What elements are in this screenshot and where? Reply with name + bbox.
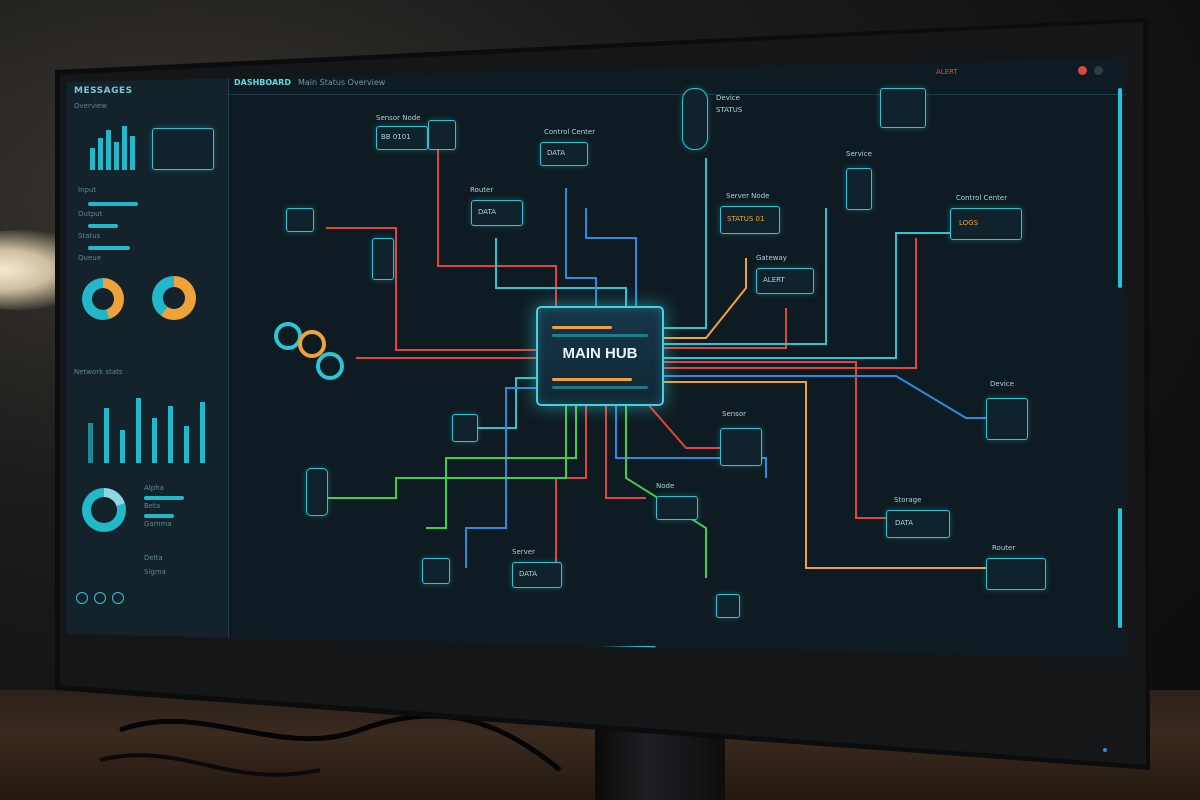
motor-icon[interactable] — [422, 558, 450, 584]
scrollbar-right-lower[interactable] — [1118, 508, 1122, 628]
donut-chart-3 — [82, 488, 126, 532]
legend-item: Sigma — [144, 568, 166, 576]
device-node-2[interactable] — [986, 398, 1028, 440]
screen: DASHBOARD Main Status Overview MESSAGES … — [66, 58, 1126, 658]
gateway-title: Gateway — [756, 254, 787, 262]
device-title: Device — [716, 94, 740, 102]
row-label: Input — [78, 186, 97, 194]
battery-icon[interactable] — [372, 238, 394, 280]
device-label: STATUS — [716, 106, 743, 114]
connection-lines — [326, 148, 1006, 578]
circle-icon[interactable] — [76, 592, 88, 604]
router-2-title: Router — [992, 544, 1016, 552]
motor-icon[interactable] — [286, 208, 314, 232]
main-hub[interactable]: MAIN HUB — [536, 306, 664, 406]
row-label: Output — [78, 210, 103, 218]
gears-icon — [274, 322, 344, 380]
section-overview: Overview — [74, 102, 107, 110]
desk-cables — [99, 713, 562, 777]
router-node[interactable]: DATA — [471, 200, 523, 226]
row-label: Queue — [78, 254, 101, 262]
control-center-2-title: Control Center — [956, 194, 1008, 202]
scrollbar-right[interactable] — [1118, 88, 1122, 288]
warning-icon[interactable] — [716, 594, 740, 618]
phone-icon[interactable] — [306, 468, 328, 516]
node-box[interactable] — [656, 496, 698, 520]
minimize-icon[interactable] — [1094, 66, 1103, 75]
sidebar-title: MESSAGES — [74, 86, 133, 96]
donut-chart-1 — [82, 278, 124, 320]
monitor-title: ALERT — [936, 68, 958, 76]
router-node-2[interactable] — [986, 558, 1046, 590]
storage-node[interactable]: DATA — [886, 510, 950, 538]
node-title: Node — [656, 482, 675, 490]
device-node[interactable] — [682, 88, 708, 150]
control-center-node-2[interactable]: LOGS — [950, 208, 1022, 240]
router-title: Router — [470, 186, 494, 194]
device-2-title: Device — [990, 380, 1014, 388]
legend-item: Delta — [144, 554, 163, 562]
gateway-node[interactable]: ALERT — [756, 268, 814, 294]
close-icon[interactable] — [1078, 66, 1087, 75]
service-node[interactable] — [846, 168, 872, 210]
service-title: Service — [846, 150, 872, 158]
control-center-title: Control Center — [544, 128, 596, 136]
server-node-title: Server Node — [726, 192, 770, 200]
monitor-node[interactable] — [880, 88, 926, 128]
section-network: Network stats — [74, 368, 123, 376]
server-node-2[interactable]: DATA — [512, 562, 562, 588]
toolbar-subtitle: Main Status Overview — [298, 78, 386, 87]
circle-icon[interactable] — [112, 592, 124, 604]
hub-title: MAIN HUB — [562, 345, 638, 362]
control-center-node[interactable]: DATA — [540, 142, 588, 166]
top-toolbar: DASHBOARD Main Status Overview — [228, 66, 1126, 95]
row-label: Status — [78, 232, 101, 240]
sidebar-dashboard: MESSAGES Overview Input Output Status Qu… — [66, 78, 229, 638]
sensor-node-title: Sensor Node — [376, 114, 421, 122]
legend-item: Beta — [144, 502, 161, 510]
circle-icon[interactable] — [94, 592, 106, 604]
diamond-icon[interactable] — [452, 414, 478, 442]
sensor-2-title: Sensor — [722, 410, 746, 418]
server-icon[interactable] — [428, 120, 456, 150]
sensor-node-2[interactable] — [720, 428, 762, 466]
toolbar-title: DASHBOARD — [234, 78, 291, 87]
legend-item: Alpha — [144, 484, 164, 492]
storage-title: Storage — [894, 496, 922, 504]
server-node[interactable]: STATUS 01 — [720, 206, 780, 234]
server-2-title: Server — [512, 548, 535, 556]
donut-chart-2 — [152, 276, 196, 320]
overview-widget[interactable] — [152, 128, 214, 170]
legend-item: Gamma — [144, 520, 172, 528]
sensor-node[interactable]: BB 0101 — [376, 126, 428, 150]
